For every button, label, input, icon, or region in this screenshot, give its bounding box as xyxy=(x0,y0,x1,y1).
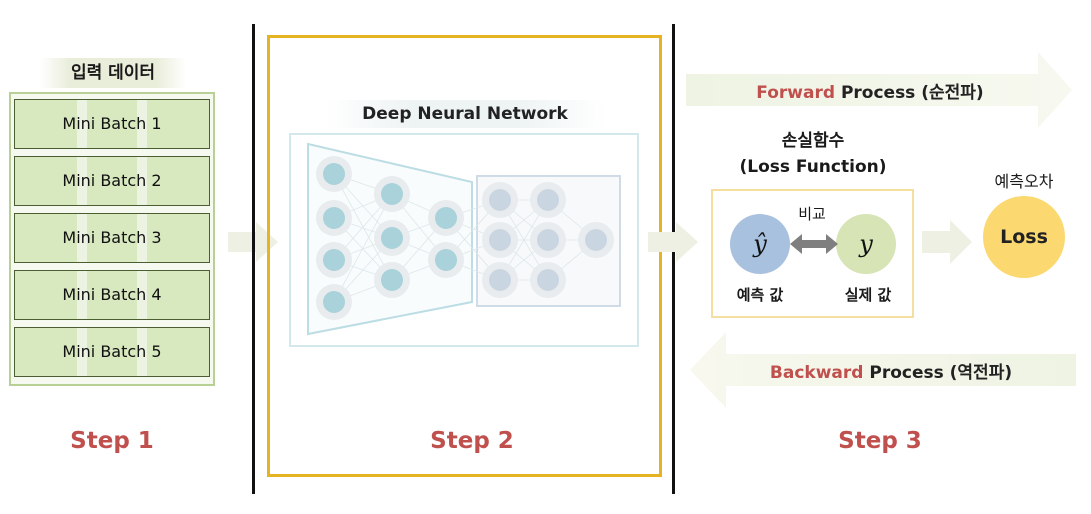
y-hat-symbol: ŷ xyxy=(753,230,767,258)
loss-text: Loss xyxy=(1000,226,1048,248)
input-data-title: 입력 데이터 xyxy=(40,58,186,88)
backward-rest-text: Process (역전파) xyxy=(869,363,1013,383)
backward-process-label: Backward Process (역전파) xyxy=(706,358,1076,383)
true-value-label: 실제 값 xyxy=(844,286,892,304)
arrow-right-icon xyxy=(648,222,698,262)
forward-process-label: Forward Process (순전파) xyxy=(686,78,1054,103)
divider-right xyxy=(672,24,675,494)
mini-batch-5: Mini Batch 5 xyxy=(14,327,210,377)
forward-arrow-icon xyxy=(686,52,1072,128)
arrow-right-icon xyxy=(922,220,972,264)
prediction-error-label: 예측오차 xyxy=(994,172,1054,191)
mini-batch-3: Mini Batch 3 xyxy=(14,213,210,263)
double-arrow-icon xyxy=(790,234,838,254)
mini-batch-container: Mini Batch 1 Mini Batch 2 Mini Batch 3 M… xyxy=(9,92,215,386)
loss-function-box xyxy=(711,189,914,318)
mini-batch-1: Mini Batch 1 xyxy=(14,99,210,149)
step-3-label: Step 3 xyxy=(838,428,922,454)
predicted-value-circle: ŷ xyxy=(730,214,790,274)
step-2-frame xyxy=(267,35,662,477)
backward-arrow-icon xyxy=(690,332,1076,408)
compare-label: 비교 xyxy=(798,205,826,223)
true-value-circle: y xyxy=(836,214,896,274)
forward-rest-text: Process (순전파) xyxy=(840,83,984,103)
mini-batch-4: Mini Batch 4 xyxy=(14,270,210,320)
predicted-value-label: 예측 값 xyxy=(736,286,784,304)
step-1-label: Step 1 xyxy=(70,428,154,454)
neural-network-diagram xyxy=(289,133,639,347)
mini-batch-2: Mini Batch 2 xyxy=(14,156,210,206)
loss-function-title-en: (Loss Function) xyxy=(739,157,887,177)
loss-function-title-kr: 손실함수 xyxy=(781,131,845,151)
backward-accent-text: Backward xyxy=(769,363,864,383)
step-2-label: Step 2 xyxy=(430,428,514,454)
divider-left xyxy=(252,24,255,494)
dnn-title: Deep Neural Network xyxy=(290,100,640,128)
forward-accent-text: Forward xyxy=(756,83,836,103)
loss-circle: Loss xyxy=(983,196,1065,278)
y-symbol: y xyxy=(859,230,873,258)
